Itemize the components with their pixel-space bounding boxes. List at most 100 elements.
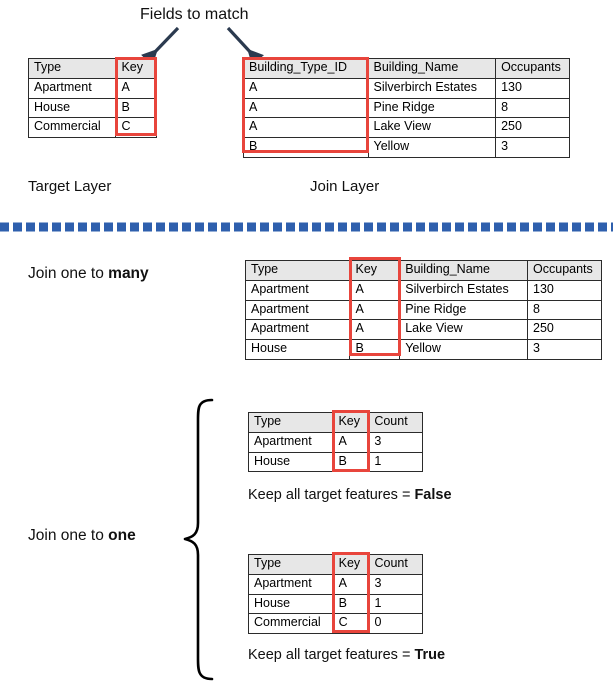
cell-occupants: 250 (495, 117, 570, 138)
cell-building-name: Silverbirch Estates (367, 77, 497, 99)
cell-building-name: Yellow (399, 339, 529, 360)
join-one-to-many-prefix: Join one to (28, 265, 109, 282)
cell-type: Apartment (247, 431, 334, 453)
column-header-key: Key (332, 412, 370, 433)
target-layer-table-wrap: Type Key Apartment A House B Commercial … (27, 57, 157, 138)
cell-building-type-id: A (243, 97, 369, 119)
cell-building-name: Lake View (399, 319, 529, 340)
keep-all-target-features-true-caption: Keep all target features = True (248, 647, 445, 663)
one-to-one-true-table-wrap: Type Key Count Apartment A 3 House B 1 C… (248, 552, 423, 634)
cell-type: Apartment (244, 319, 351, 340)
table-row: Apartment A Silverbirch Estates 130 (244, 279, 602, 301)
cell-type: House (248, 593, 334, 615)
join-layer-table-wrap: Building_Type_ID Building_Name Occupants… (242, 57, 570, 158)
join-one-to-one-label: Join one to one (28, 527, 136, 545)
cell-key: A (349, 299, 401, 321)
column-header-count: Count (368, 412, 423, 433)
table-row: A Lake View 250 (243, 117, 570, 138)
cell-count: 3 (368, 573, 423, 595)
cell-occupants: 8 (495, 97, 570, 119)
cell-key: B (332, 451, 370, 473)
cell-key: A (332, 431, 370, 453)
column-header-key: Key (115, 58, 157, 79)
join-one-to-many-strong: many (108, 265, 149, 282)
cell-building-name: Lake View (367, 117, 497, 138)
column-header-building-name: Building_Name (399, 260, 529, 281)
cell-type: Commercial (248, 613, 334, 634)
cell-type: Apartment (244, 279, 351, 301)
keep-true-prefix: Keep all target features = (248, 647, 415, 663)
cell-building-type-id: A (243, 77, 369, 99)
keep-false-prefix: Keep all target features = (248, 487, 415, 503)
column-header-occupants: Occupants (495, 58, 570, 79)
cell-building-name: Yellow (367, 137, 497, 158)
cell-key: B (115, 97, 157, 119)
table-header-row: Type Key Count (248, 554, 423, 575)
join-one-to-many-label: Join one to many (28, 265, 149, 283)
target-layer-label: Target Layer (28, 178, 112, 195)
grouping-brace-icon (183, 398, 214, 681)
cell-occupants: 3 (495, 137, 570, 158)
cell-key: A (332, 573, 370, 595)
table-row: Apartment A Lake View 250 (244, 319, 602, 340)
cell-key: C (115, 117, 157, 138)
column-header-building-type-id: Building_Type_ID (243, 58, 369, 79)
join-layer-table: Building_Type_ID Building_Name Occupants… (243, 58, 570, 158)
fields-to-match-title: Fields to match (140, 6, 249, 23)
cell-count: 0 (368, 613, 423, 634)
cell-occupants: 8 (527, 299, 602, 321)
table-row: House B (27, 97, 157, 119)
cell-key: B (332, 593, 370, 615)
table-row: A Pine Ridge 8 (243, 97, 570, 119)
table-header-row: Type Key Building_Name Occupants (244, 260, 602, 281)
cell-key: C (332, 613, 370, 634)
cell-building-type-id: B (243, 137, 369, 158)
cell-type: Apartment (244, 299, 351, 321)
cell-type: Apartment (248, 573, 334, 595)
cell-type: House (27, 97, 117, 119)
cell-building-type-id: A (243, 117, 369, 138)
table-row: Apartment A 3 (248, 573, 423, 595)
column-header-type: Type (244, 260, 351, 281)
table-row: House B Yellow 3 (244, 339, 602, 360)
table-row: Commercial C 0 (248, 613, 423, 634)
cell-occupants: 130 (495, 77, 570, 99)
column-header-type: Type (248, 554, 334, 575)
cell-key: A (349, 279, 401, 301)
table-row: Commercial C (27, 117, 157, 138)
column-header-type: Type (247, 412, 334, 433)
one-to-one-true-table: Type Key Count Apartment A 3 House B 1 C… (248, 554, 423, 634)
keep-true-value: True (414, 647, 446, 663)
cell-building-name: Pine Ridge (399, 299, 529, 321)
arrow-to-target-key-icon (141, 26, 180, 67)
cell-key: A (349, 319, 401, 340)
cell-building-name: Pine Ridge (367, 97, 497, 119)
cell-type: Commercial (27, 117, 117, 138)
table-row: House B 1 (247, 451, 423, 473)
column-header-key: Key (349, 260, 401, 281)
join-one-to-one-prefix: Join one to (28, 527, 109, 544)
cell-key: B (349, 339, 401, 360)
table-header-row: Type Key (27, 58, 157, 79)
column-header-count: Count (368, 554, 423, 575)
cell-count: 3 (368, 431, 423, 453)
cell-count: 1 (368, 451, 423, 473)
cell-occupants: 130 (527, 279, 602, 301)
table-row: A Silverbirch Estates 130 (243, 77, 570, 99)
table-row: Apartment A (27, 77, 157, 99)
cell-type: House (247, 451, 334, 473)
cell-building-name: Silverbirch Estates (399, 279, 529, 301)
cell-type: Apartment (27, 77, 117, 99)
keep-false-value: False (414, 487, 452, 503)
column-header-occupants: Occupants (527, 260, 602, 281)
table-row: House B 1 (248, 593, 423, 615)
column-header-building-name: Building_Name (367, 58, 497, 79)
one-to-many-table-wrap: Type Key Building_Name Occupants Apartme… (244, 257, 602, 360)
target-layer-table: Type Key Apartment A House B Commercial … (27, 58, 157, 138)
section-divider (0, 222, 613, 232)
join-layer-label: Join Layer (310, 178, 380, 195)
cell-occupants: 250 (527, 319, 602, 340)
keep-all-target-features-false-caption: Keep all target features = False (248, 487, 452, 503)
one-to-one-false-table: Type Key Count Apartment A 3 House B 1 (247, 412, 423, 473)
join-one-to-one-strong: one (108, 527, 136, 544)
